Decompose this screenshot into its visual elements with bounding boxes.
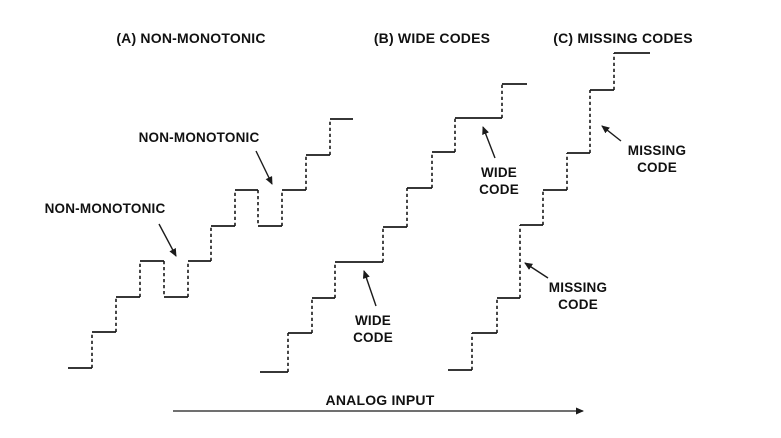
wide-codes-staircase-treads	[260, 83, 527, 373]
analog-input-axis: ANALOG INPUT	[173, 392, 585, 415]
non-monotonic-staircase-risers	[91, 119, 331, 368]
wide-codes-staircase-risers	[287, 84, 503, 372]
missing-code-upper-arrow	[601, 125, 622, 142]
wide-code-upper-label-line1: WIDE	[481, 165, 517, 180]
non-monotonic-upper-label-line1: NON-MONOTONIC	[139, 130, 260, 145]
annotation-non-monotonic-lower: NON-MONOTONIC	[45, 201, 177, 257]
missing-code-upper-label-line1: MISSING	[628, 143, 686, 158]
non-monotonic-lower-arrow	[158, 223, 177, 257]
panel-b-title: (B) WIDE CODES	[374, 30, 490, 46]
non-monotonic-upper-arrow	[255, 150, 273, 185]
annotation-missing-code-lower: MISSING CODE	[524, 262, 607, 312]
wide-code-upper-arrow	[482, 126, 496, 159]
missing-code-lower-arrow	[524, 262, 549, 279]
annotation-non-monotonic-upper: NON-MONOTONIC	[139, 130, 273, 185]
non-monotonic-staircase	[68, 118, 353, 369]
missing-codes-staircase	[448, 52, 650, 371]
missing-codes-staircase-risers	[471, 53, 615, 370]
annotations-layer: NON-MONOTONIC NON-MONOTONIC WIDE CODE WIDE CO…	[45, 125, 686, 345]
wide-code-lower-label-line2: CODE	[353, 330, 393, 345]
missing-code-upper-label-line2: CODE	[637, 160, 677, 175]
missing-code-lower-label-line1: MISSING	[549, 280, 607, 295]
missing-code-lower-label-line2: CODE	[558, 297, 598, 312]
wide-code-lower-arrow	[362, 270, 377, 307]
wide-code-lower-label-line1: WIDE	[355, 313, 391, 328]
wide-codes-staircase	[260, 83, 527, 373]
missing-codes-staircase-treads	[448, 52, 650, 371]
panel-a-title: (A) NON-MONOTONIC	[116, 30, 265, 46]
panel-c-title: (C) MISSING CODES	[553, 30, 693, 46]
analog-input-label: ANALOG INPUT	[326, 392, 435, 408]
annotation-wide-code-upper: WIDE CODE	[479, 126, 519, 197]
non-monotonic-lower-label-line1: NON-MONOTONIC	[45, 201, 166, 216]
wide-code-upper-label-line2: CODE	[479, 182, 519, 197]
annotation-wide-code-lower: WIDE CODE	[353, 270, 393, 345]
annotation-missing-code-upper: MISSING CODE	[601, 125, 686, 175]
non-monotonic-staircase-treads	[68, 118, 353, 369]
staircases-layer	[68, 52, 650, 373]
